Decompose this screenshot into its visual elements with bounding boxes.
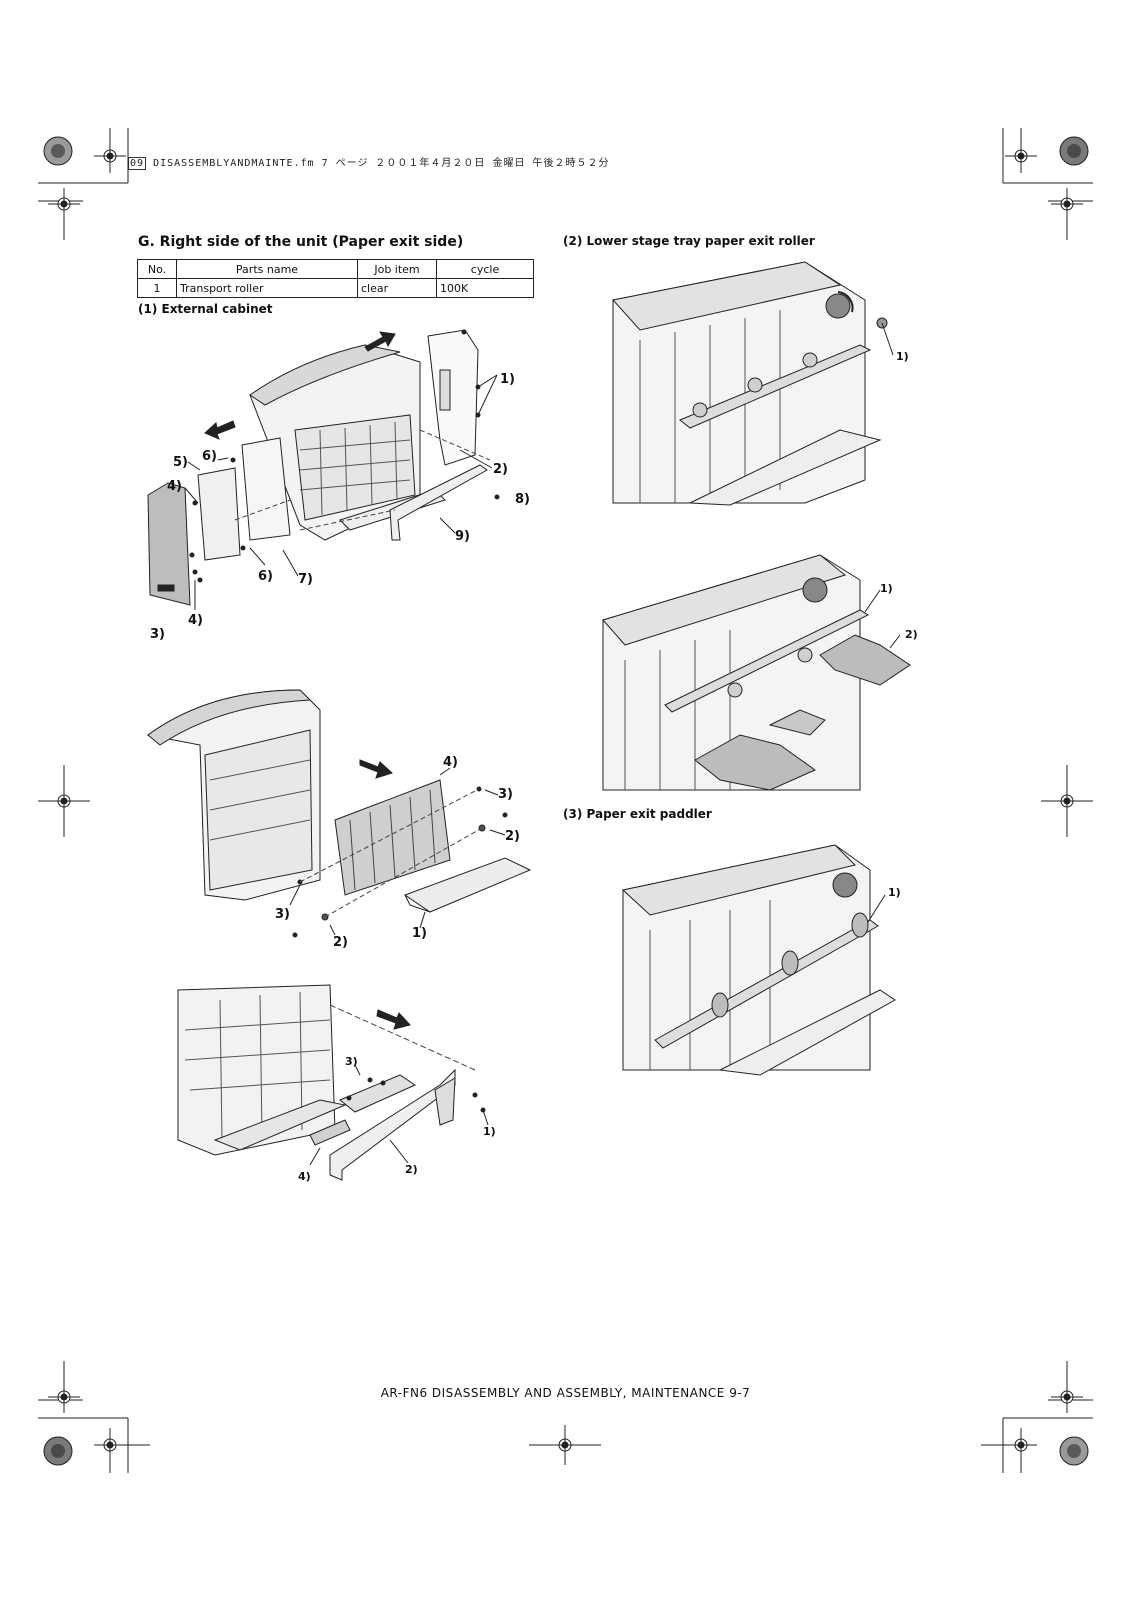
table-row: 1 Transport roller clear 100K bbox=[137, 278, 534, 298]
starburst-icon bbox=[43, 136, 73, 166]
file-header: 09 DISASSEMBLYANDMAINTE.fm 7 ページ ２００１年４月… bbox=[128, 154, 610, 170]
heading-paper-exit-paddler: (3) Paper exit paddler bbox=[563, 807, 712, 821]
callout-9: 9) bbox=[455, 529, 470, 544]
figure-external-cabinet bbox=[147, 329, 500, 610]
callout-6b: 6) bbox=[258, 569, 273, 584]
figure-paper-exit-paddler bbox=[621, 844, 896, 1076]
heading-lower-stage-roller: (2) Lower stage tray paper exit roller bbox=[563, 234, 815, 248]
target-icon bbox=[94, 1429, 150, 1461]
callout-3: 3) bbox=[345, 1055, 358, 1068]
figure-external-cabinet-labels: 1) 2) 3) 4) 4) 5) 6) 6) 7) 8) 9) bbox=[150, 372, 530, 642]
cell-cycle: 100K bbox=[436, 278, 534, 298]
callout-2: 2) bbox=[405, 1163, 418, 1176]
callout-5: 5) bbox=[173, 455, 188, 470]
callout-2b: 2) bbox=[333, 935, 348, 950]
target-icon bbox=[94, 140, 126, 172]
callout-8: 8) bbox=[515, 492, 530, 507]
cell-job-item: clear bbox=[357, 278, 437, 298]
target-icon bbox=[1051, 1361, 1083, 1413]
figure-exit-roller-removed bbox=[602, 554, 911, 791]
figure-exit-roller-removed-labels: 1) 2) bbox=[880, 582, 918, 641]
registration-targets bbox=[38, 140, 1093, 1465]
target-icon bbox=[48, 1361, 80, 1413]
heading-external-cabinet: (1) External cabinet bbox=[138, 302, 273, 316]
callout-1: 1) bbox=[896, 350, 909, 363]
figure-exit-roller bbox=[612, 261, 894, 506]
callout-1: 1) bbox=[888, 886, 901, 899]
callout-4a: 4) bbox=[167, 479, 182, 494]
callout-1: 1) bbox=[500, 372, 515, 387]
callout-2: 2) bbox=[493, 462, 508, 477]
starburst-icon bbox=[1059, 136, 1089, 166]
target-icon bbox=[529, 1425, 601, 1465]
starburst-icon bbox=[43, 1436, 73, 1466]
callout-2: 2) bbox=[905, 628, 918, 641]
callout-3: 3) bbox=[150, 627, 165, 642]
target-icon bbox=[38, 765, 90, 837]
starburst-marks bbox=[43, 136, 1089, 1466]
callout-3a: 3) bbox=[498, 787, 513, 802]
file-header-box: 09 bbox=[128, 157, 147, 170]
figure-lower-cover-labels: 1) 2) 3) 4) bbox=[298, 1055, 496, 1183]
col-cycle: cycle bbox=[436, 259, 534, 279]
starburst-icon bbox=[1059, 1436, 1089, 1466]
target-icon bbox=[1005, 140, 1037, 172]
figure-exit-roller-labels: 1) bbox=[896, 350, 909, 363]
callout-1: 1) bbox=[880, 582, 893, 595]
callout-4: 4) bbox=[298, 1170, 311, 1183]
callout-6a: 6) bbox=[202, 449, 217, 464]
target-icon bbox=[48, 188, 80, 240]
cell-parts-name: Transport roller bbox=[176, 278, 358, 298]
page-footer: AR-FN6 DISASSEMBLY AND ASSEMBLY, MAINTEN… bbox=[380, 1386, 751, 1400]
target-icon bbox=[1051, 188, 1083, 240]
figure-tray-cover bbox=[146, 689, 532, 938]
section-title: G. Right side of the unit (Paper exit si… bbox=[138, 234, 464, 250]
figure-paper-exit-paddler-labels: 1) bbox=[888, 886, 901, 899]
callout-4b: 4) bbox=[188, 613, 203, 628]
target-icon bbox=[1041, 765, 1093, 837]
callout-4: 4) bbox=[443, 755, 458, 770]
parts-table: No. Parts name Job item cycle 1 Transpor… bbox=[137, 259, 534, 298]
target-icon bbox=[981, 1429, 1037, 1461]
callout-7: 7) bbox=[298, 572, 313, 587]
figure-tray-cover-labels: 1) 2) 2) 3) 3) 4) bbox=[275, 755, 520, 950]
callout-2a: 2) bbox=[505, 829, 520, 844]
figure-lower-cover bbox=[177, 984, 489, 1181]
callout-3b: 3) bbox=[275, 907, 290, 922]
callout-1: 1) bbox=[483, 1125, 496, 1138]
file-header-text: DISASSEMBLYANDMAINTE.fm 7 ページ ２００１年４月２０日… bbox=[153, 158, 610, 169]
callout-1: 1) bbox=[412, 926, 427, 941]
crop-marks bbox=[38, 128, 1093, 1473]
